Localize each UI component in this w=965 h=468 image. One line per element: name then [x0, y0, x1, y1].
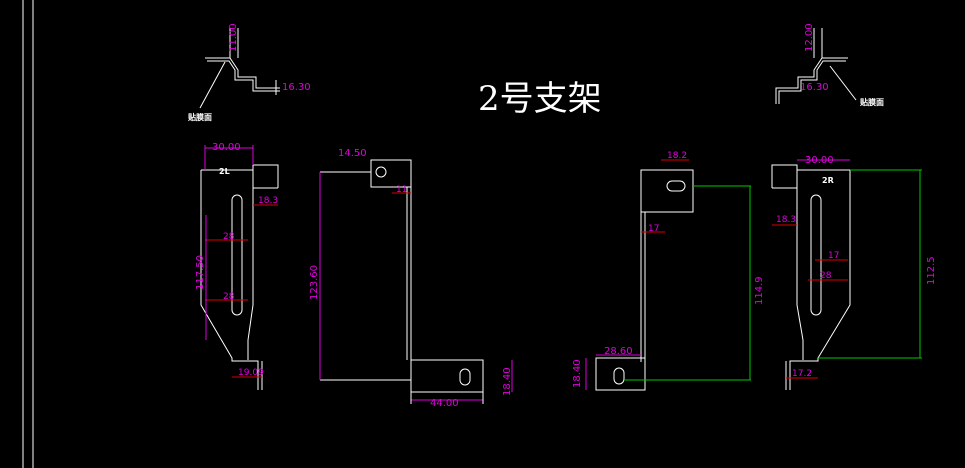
dim-16-30: 16.30: [800, 82, 829, 93]
tiemian-label: 贴膜面: [188, 112, 212, 122]
dim-17-2: 17.2: [792, 369, 812, 379]
dim-123-60: 123.60: [309, 265, 320, 300]
part-label-2l: 2L: [219, 167, 230, 176]
dim-30: 30.00: [212, 142, 241, 153]
view-bracket-tall-right[interactable]: 114.9 18.2 17 28.60 18.40: [572, 151, 765, 391]
dim-117-50: 117.50: [195, 255, 206, 290]
dim-18-40: 18.40: [502, 367, 513, 396]
profile-detail-left[interactable]: 11.00 16.30 贴膜面: [188, 23, 311, 122]
dim-112-5: 112.5: [926, 256, 937, 285]
dim-17: 17: [648, 224, 659, 234]
dim-18-3: 18.3: [258, 196, 278, 206]
dim-18-3: 18.3: [776, 215, 796, 225]
dim-28: 28: [820, 271, 832, 281]
dim-17: 17: [828, 251, 839, 261]
dim-11: 11: [396, 185, 407, 195]
view-bracket-tall-left[interactable]: 123.60 14.50 11 44.00 18.40: [309, 148, 513, 409]
view-bracket-2l[interactable]: 2L 30.00 18.3 28 28 117.50 19.09: [195, 142, 279, 390]
dim-16-30: 16.30: [282, 82, 311, 93]
dim-11: 11.00: [228, 23, 239, 52]
part-label-2r: 2R: [822, 176, 834, 185]
dim-114-9: 114.9: [754, 276, 765, 305]
dim-28: 28: [223, 292, 235, 302]
dim-30: 30.00: [805, 155, 834, 166]
dim-28-60: 28.60: [604, 346, 633, 357]
dim-28: 28: [223, 232, 235, 242]
view-bracket-2r[interactable]: 2R 30.00 18.3 17 28 112.5 17.2: [771, 155, 937, 390]
dim-44: 44.00: [430, 398, 459, 409]
dim-18-40: 18.40: [572, 359, 583, 388]
dim-18-2: 18.2: [667, 151, 687, 161]
drawing-title: 2号支架: [478, 79, 602, 119]
profile-detail-right[interactable]: 12.00 16.30 贴膜面: [775, 23, 884, 107]
dim-19-09: 19.09: [238, 368, 264, 378]
tiemian-label: 贴膜面: [860, 97, 884, 107]
dim-14-50: 14.50: [338, 148, 367, 159]
dim-12: 12.00: [804, 23, 815, 52]
